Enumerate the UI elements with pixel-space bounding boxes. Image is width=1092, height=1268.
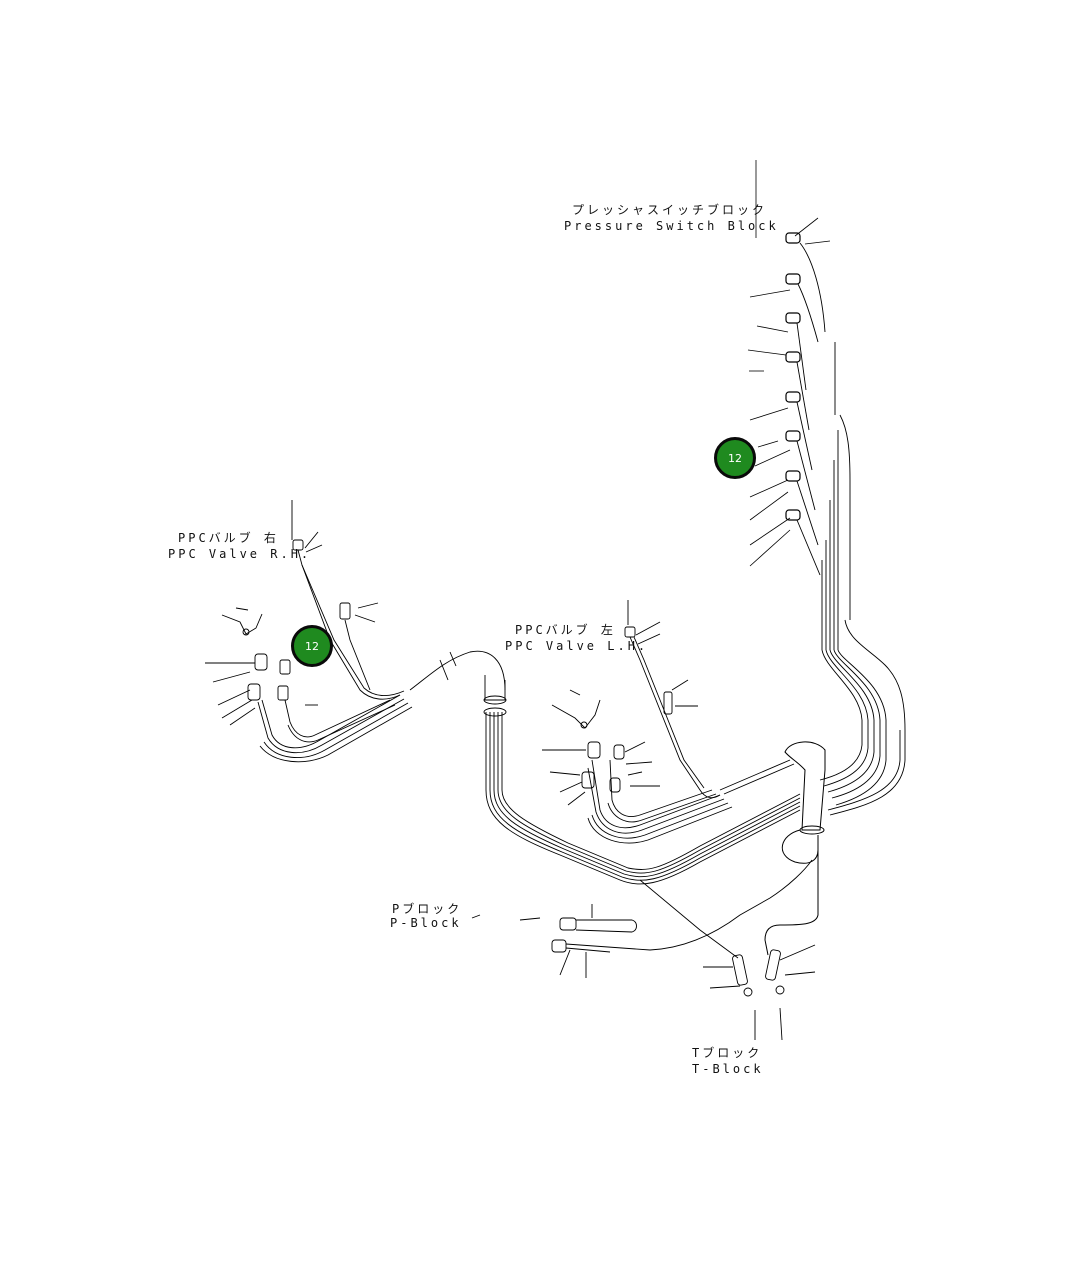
- t-block-label-en: T-Block: [692, 1062, 764, 1076]
- right-hose-bundle: [819, 649, 906, 816]
- ppc-valve-lh-label-en: PPC Valve L.H.: [505, 639, 649, 653]
- pressure-switch-label-en: Pressure Switch Block: [564, 219, 779, 233]
- ppc-valve-rh-label-en: PPC Valve R.H.: [168, 547, 312, 561]
- callout-marker-12-right[interactable]: 12: [714, 437, 756, 479]
- p-t-blocks: [471, 859, 816, 1041]
- callout-marker-12-left[interactable]: 12: [291, 625, 333, 667]
- ppc-valve-rh-label-jp: PPCバルブ 右: [178, 531, 279, 545]
- pressure-switch-label-jp: プレッシャスイッチブロック: [572, 203, 768, 217]
- pressure-switch-fittings: [747, 160, 906, 731]
- ppc-lh-hoses: [542, 600, 795, 844]
- p-block-label-jp: Pブロック: [392, 902, 463, 916]
- ppc-valve-lh-label-jp: PPCバルブ 左: [515, 623, 616, 637]
- center-hose-bundle: [409, 650, 801, 885]
- ppc-rh-hoses: [205, 500, 457, 763]
- t-block-label-jp: Tブロック: [692, 1046, 763, 1060]
- swivel-joint: [764, 741, 826, 956]
- p-block-label-en: P-Block: [390, 916, 462, 930]
